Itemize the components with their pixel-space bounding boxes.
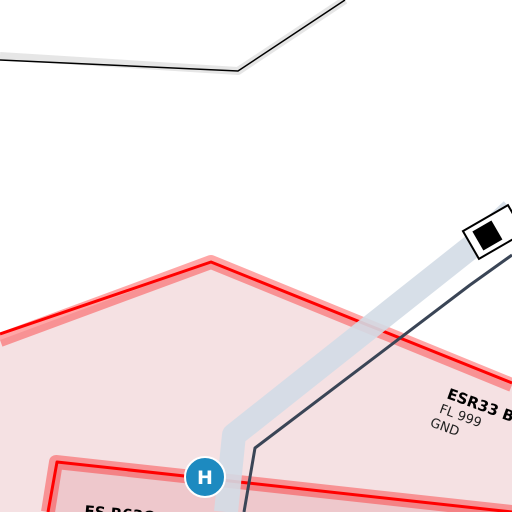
heliport-marker[interactable]: H [184,456,226,498]
heliport-icon [184,456,226,498]
heliport-symbol: H [197,467,213,489]
restricted-area-esr33[interactable] [0,255,512,512]
boundary-line [0,0,348,75]
airspace-label-es-r63c: ES R63C [84,502,155,512]
restricted-area-es-r63c[interactable] [41,455,512,512]
reporting-point-icon [472,220,503,251]
reporting-point-marker[interactable]: C [461,203,512,261]
airspace-name: ES R63C [84,502,155,512]
